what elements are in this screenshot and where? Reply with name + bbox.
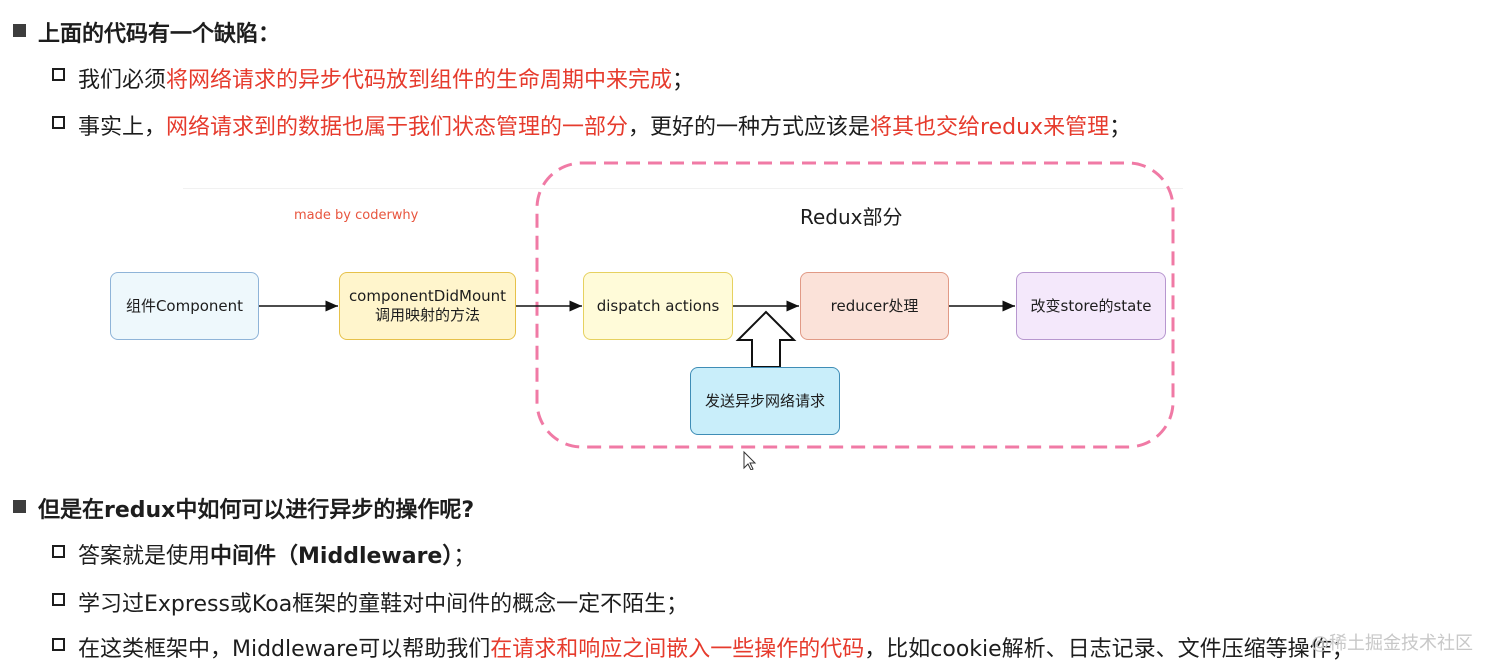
- section1-item2: 事实上，网络请求到的数据也属于我们状态管理的一部分，更好的一种方式应该是将其也交…: [78, 109, 1131, 141]
- redux-flow-diagram: made by coderwhy Redux部分 组件Component com…: [0, 150, 1491, 470]
- bullet-hollow-square-icon: [52, 638, 65, 651]
- text-plain: 我们必须: [78, 68, 167, 93]
- box-state-label: 改变store的state: [1030, 296, 1152, 315]
- box-dispatch-label: dispatch actions: [596, 296, 720, 315]
- section1-item1: 我们必须将网络请求的异步代码放到组件的生命周期中来完成；: [78, 62, 694, 94]
- bullet-hollow-square-icon: [52, 593, 65, 606]
- redux-region-dashed-border: [535, 161, 1175, 449]
- section2-item2: 学习过Express或Koa框架的童鞋对中间件的概念一定不陌生；: [78, 592, 689, 617]
- box-state: 改变store的state: [1016, 272, 1166, 340]
- hollow-up-arrow-icon: [735, 310, 797, 368]
- watermark: @稀土掘金技术社区: [1311, 633, 1473, 654]
- box-didmount-label-2: 调用映射的方法: [374, 306, 480, 324]
- text-plain: ，比如cookie解析、日志记录、文件压缩等操作；: [864, 637, 1354, 662]
- diagram-connectors: [258, 161, 1175, 470]
- text-plain: 事实上，: [78, 115, 167, 140]
- text-plain: ；: [453, 544, 476, 569]
- bullet-square-icon: [13, 24, 26, 37]
- box-component-label: 组件Component: [125, 296, 244, 315]
- text-highlight: 将其也交给redux来管理: [870, 115, 1110, 140]
- box-component: 组件Component: [110, 272, 259, 340]
- text-plain: ，更好的一种方式应该是: [628, 115, 871, 140]
- bullet-hollow-square-icon: [52, 545, 65, 558]
- bullet-hollow-square-icon: [52, 68, 65, 81]
- box-dispatch: dispatch actions: [583, 272, 733, 340]
- bullet-hollow-square-icon: [52, 116, 65, 129]
- section2-heading: 但是在redux中如何可以进行异步的操作呢?: [38, 498, 475, 523]
- box-didmount: componentDidMount 调用映射的方法: [339, 272, 516, 340]
- diagram-grid: [183, 188, 1183, 469]
- box-reducer-label: reducer处理: [830, 296, 919, 315]
- box-reducer: reducer处理: [800, 272, 949, 340]
- text-plain: ；: [672, 68, 695, 93]
- text-highlight: 在请求和响应之间嵌入一些操作的代码: [490, 637, 865, 662]
- mouse-cursor-icon: [743, 450, 757, 470]
- box-async-label: 发送异步网络请求: [704, 391, 825, 410]
- box-async-request: 发送异步网络请求: [690, 367, 840, 435]
- diagram-credit: made by coderwhy: [294, 208, 419, 223]
- text-plain: 答案就是使用: [78, 544, 211, 569]
- redux-region-title: Redux部分: [800, 205, 903, 229]
- section1-heading: 上面的代码有一个缺陷：: [38, 22, 281, 47]
- box-didmount-label-1: componentDidMount: [348, 287, 507, 305]
- section2-item1: 答案就是使用中间件（Middleware）；: [78, 538, 475, 570]
- text-plain: 在这类框架中，Middleware可以帮助我们: [78, 637, 491, 662]
- section2-item3: 在这类框架中，Middleware可以帮助我们在请求和响应之间嵌入一些操作的代码…: [78, 631, 1354, 663]
- text-plain: ；: [1109, 115, 1132, 140]
- text-highlight: 将网络请求的异步代码放到组件的生命周期中来完成: [166, 68, 673, 93]
- text-bold: 中间件（Middleware）: [210, 544, 454, 569]
- bullet-square-icon: [13, 500, 26, 513]
- text-highlight: 网络请求到的数据也属于我们状态管理的一部分: [166, 115, 629, 140]
